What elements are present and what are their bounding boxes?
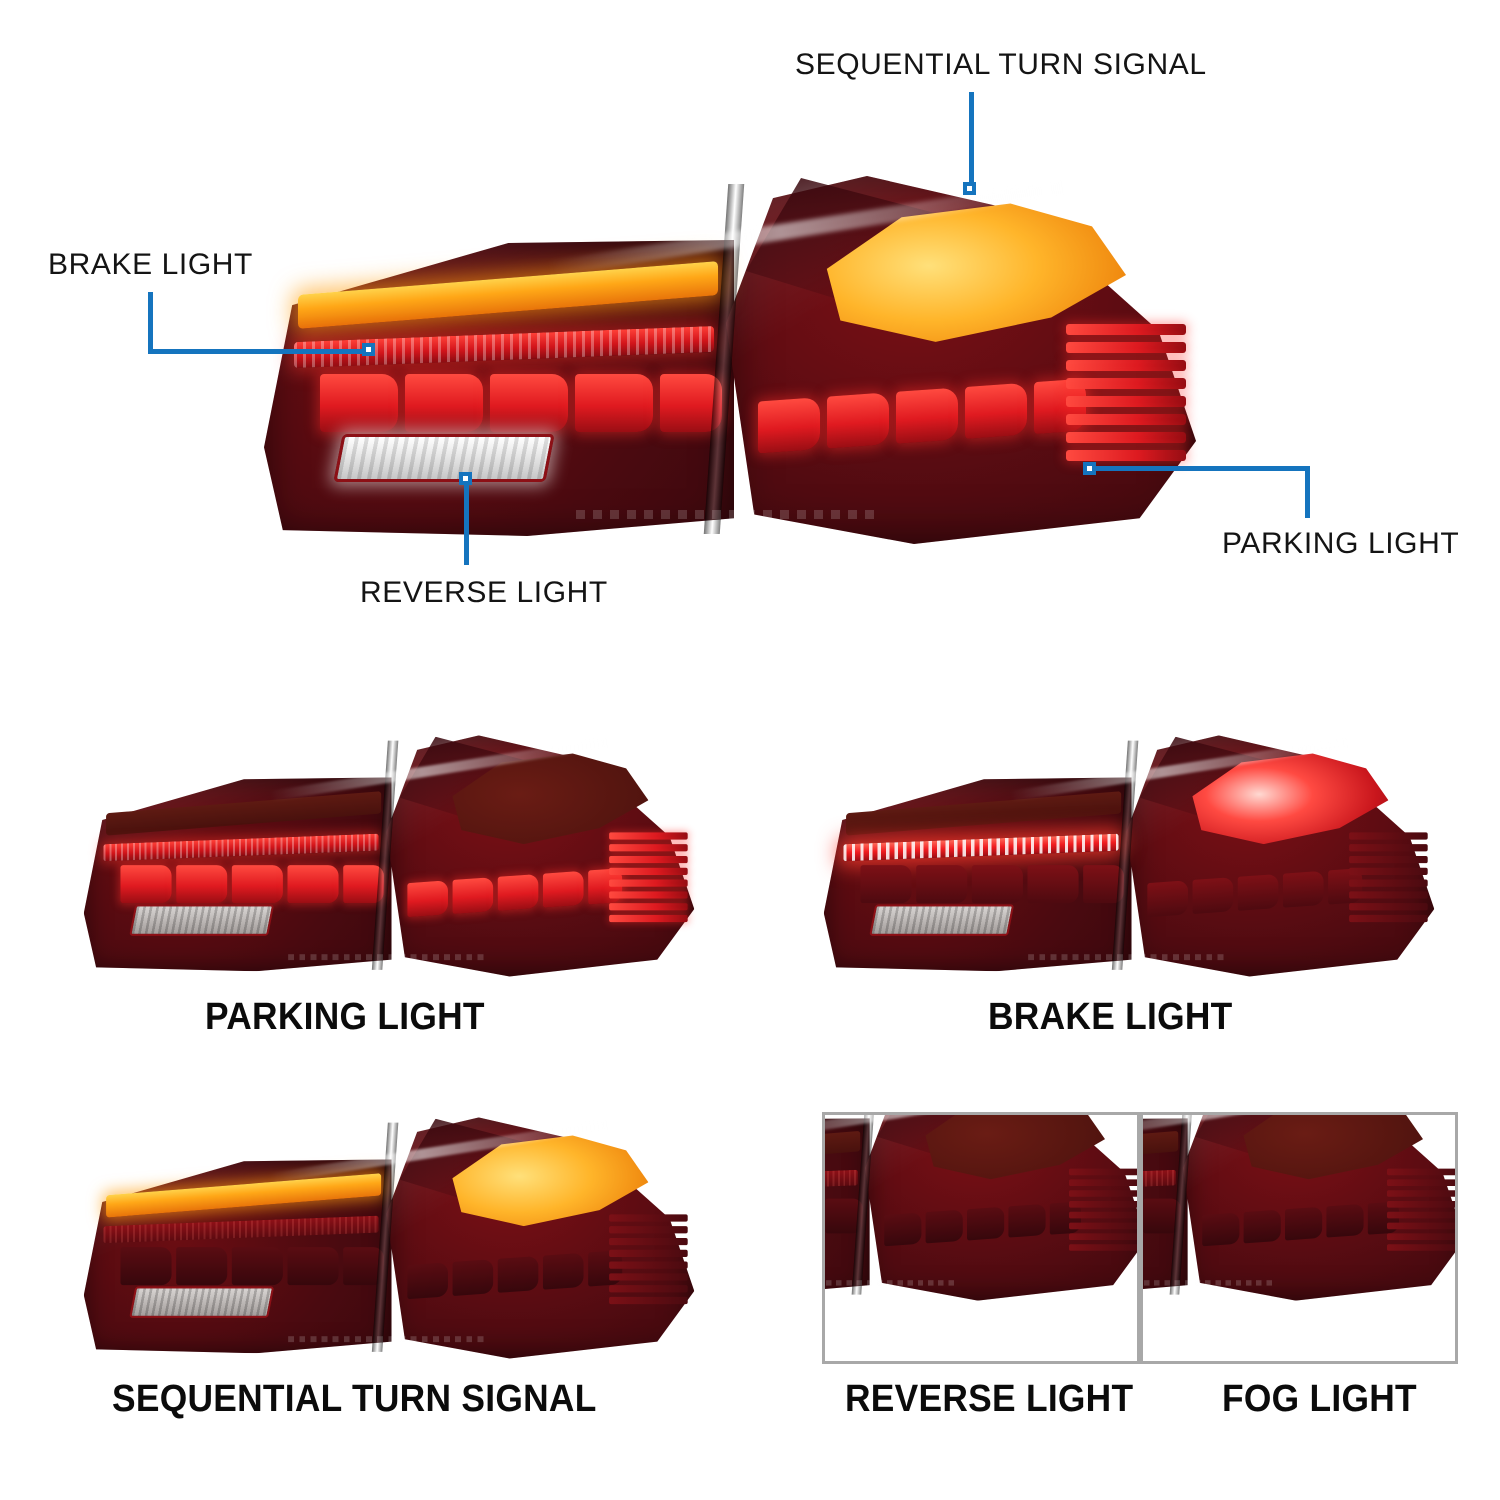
inner-led-segment-row: [320, 374, 722, 432]
leader-brake-light-vertical: [148, 292, 153, 354]
leader-sequential-turn-signal: [969, 92, 974, 188]
panel-reverse-light: [822, 1112, 1140, 1364]
caption-parking-light: PARKING LIGHT: [205, 996, 485, 1038]
leader-brake-light-horizontal: [148, 349, 370, 354]
leader-parking-light-horizontal: [1092, 466, 1310, 471]
parking-light-comb: [1066, 324, 1186, 468]
callout-label-parking-light: PARKING LIGHT: [1222, 527, 1460, 560]
leader-parking-light-vertical: [1305, 466, 1310, 518]
caption-sequential-turn-signal: SEQUENTIAL TURN SIGNAL: [112, 1378, 597, 1420]
lens-marking: [576, 510, 876, 519]
callout-label-reverse-light: REVERSE LIGHT: [360, 576, 608, 609]
marker-sequential-turn-signal: [963, 182, 976, 195]
panel-fog-light: [1140, 1112, 1458, 1364]
caption-brake-light: BRAKE LIGHT: [988, 996, 1233, 1038]
leader-reverse-light: [464, 482, 469, 565]
callout-label-sequential-turn-signal: SEQUENTIAL TURN SIGNAL: [795, 48, 1207, 81]
marker-brake-light: [362, 343, 375, 356]
caption-fog-light: FOG LIGHT: [1222, 1378, 1417, 1420]
callout-label-brake-light: BRAKE LIGHT: [48, 248, 253, 281]
caption-reverse-light: REVERSE LIGHT: [845, 1378, 1134, 1420]
reverse-light-window: [333, 434, 555, 482]
